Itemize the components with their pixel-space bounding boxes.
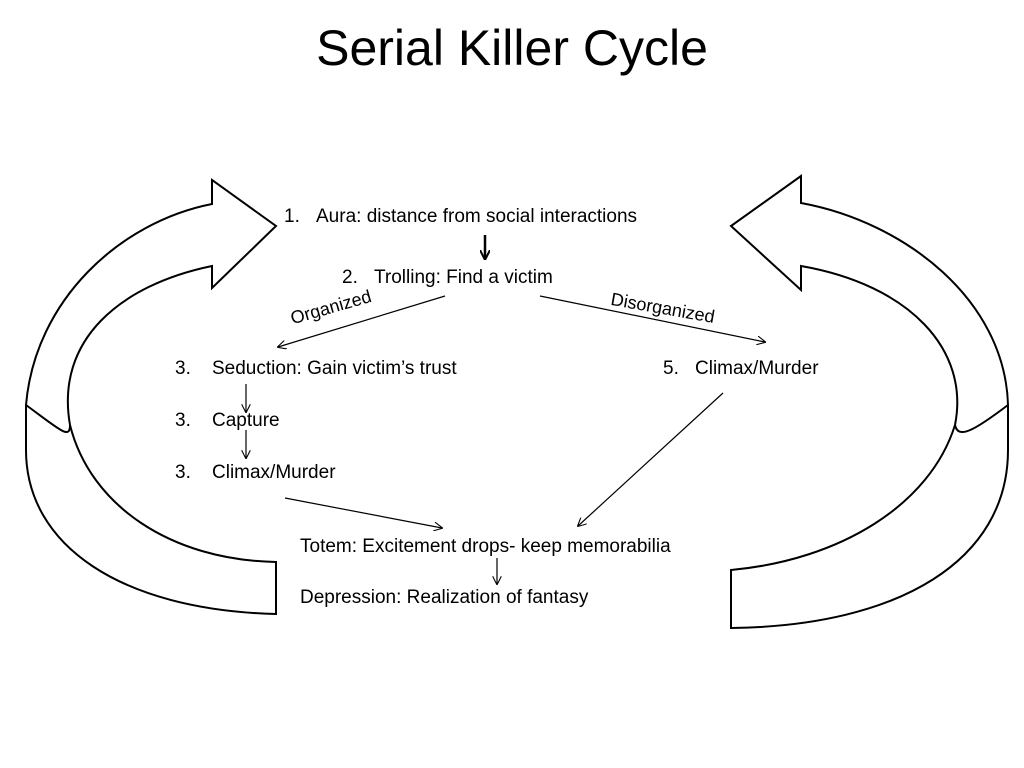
step-label: Trolling: Find a victim	[374, 267, 553, 288]
step-label: Climax/Murder	[695, 358, 819, 379]
page-title: Serial Killer Cycle	[316, 20, 708, 76]
step-climax-disorganized: 5. Climax/Murder	[663, 357, 819, 381]
step-number: 3.	[175, 410, 191, 431]
right-arrow-fold	[954, 404, 1009, 434]
step-number: 3.	[175, 462, 191, 483]
step-trolling: 2. Trolling: Find a victim	[342, 266, 553, 290]
step-number: 2.	[342, 267, 358, 288]
step-label: Climax/Murder	[212, 462, 336, 483]
step-label: Capture	[212, 410, 280, 431]
left-cycle-arrow	[25, 178, 278, 616]
arrow-disorganized	[539, 295, 765, 342]
arrow-organized	[278, 295, 446, 347]
left-arrow-fold	[25, 404, 71, 433]
step-totem: Totem: Excitement drops- keep memorabili…	[300, 536, 671, 557]
step-number: 3.	[175, 358, 191, 379]
step-number: 1.	[284, 206, 300, 227]
step-climax-organized: 3. Climax/Murder	[175, 461, 336, 485]
step-capture: 3. Capture	[175, 409, 280, 433]
step-number: 5.	[663, 358, 679, 379]
step-label: Seduction: Gain victim’s trust	[212, 358, 457, 379]
right-cycle-arrow	[729, 174, 1009, 630]
step-aura: 1. Aura: distance from social interaction…	[284, 205, 637, 229]
arrow-organized-climax-to-totem	[284, 497, 442, 528]
step-seduction: 3. Seduction: Gain victim’s trust	[175, 357, 457, 381]
step-depression: Depression: Realization of fantasy	[300, 587, 589, 608]
step-label: Aura: distance from social interactions	[316, 206, 638, 227]
arrow-disorganized-climax-to-totem	[578, 392, 724, 526]
